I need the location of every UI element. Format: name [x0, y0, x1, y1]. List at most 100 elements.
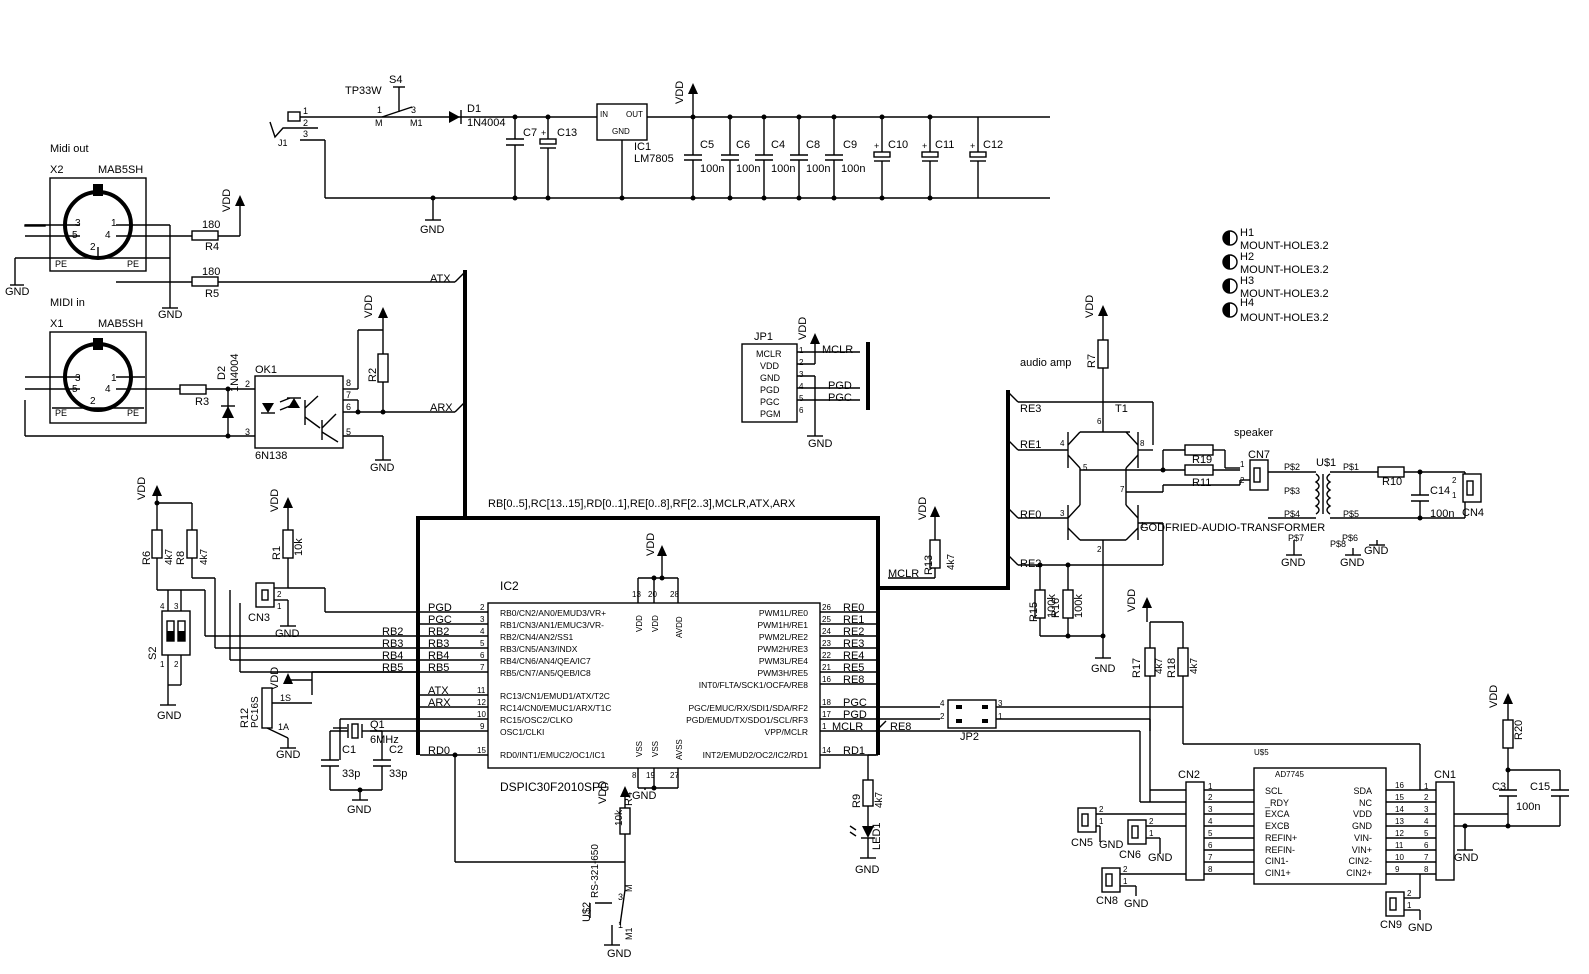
svg-text:C1: C1 [342, 744, 356, 756]
svg-text:PWM3L/RE4: PWM3L/RE4 [759, 656, 808, 666]
svg-text:3: 3 [1060, 509, 1065, 518]
svg-text:13: 13 [1395, 817, 1404, 826]
svg-text:audio amp: audio amp [1020, 357, 1071, 369]
svg-text:R3: R3 [195, 396, 209, 408]
svg-text:REFIN+: REFIN+ [1265, 833, 1297, 843]
svg-text:8: 8 [632, 771, 637, 780]
svg-text:5: 5 [480, 639, 485, 648]
potentiometer-r12: VDD 1S 1A GND R12 PC16S [239, 667, 420, 761]
svg-text:3: 3 [174, 602, 179, 611]
svg-text:VDD: VDD [221, 189, 233, 212]
svg-text:RE5: RE5 [843, 662, 864, 674]
svg-text:4: 4 [1060, 439, 1065, 448]
svg-text:R15: R15 [1028, 602, 1040, 622]
svg-text:INT2/EMUD2/OC2/IC2/RD1: INT2/EMUD2/OC2/IC2/RD1 [703, 750, 809, 760]
svg-text:EXCA: EXCA [1265, 809, 1290, 819]
svg-text:C14: C14 [1430, 485, 1450, 497]
svg-text:1N4004: 1N4004 [229, 353, 241, 392]
crystal-q1: Q1 6MHz C1 C2 33p 33p GND [321, 719, 407, 816]
svg-text:GODFRIED-AUDIO-TRANSFORMER: GODFRIED-AUDIO-TRANSFORMER [1140, 522, 1325, 534]
svg-text:2: 2 [245, 379, 250, 389]
svg-text:1: 1 [1123, 877, 1128, 886]
svg-text:OUT: OUT [626, 110, 643, 119]
svg-text:RE1: RE1 [843, 614, 864, 626]
svg-text:ATX: ATX [428, 685, 449, 697]
svg-text:100k: 100k [1046, 594, 1058, 618]
svg-text:100n: 100n [806, 163, 830, 175]
svg-text:R13: R13 [923, 555, 935, 575]
svg-text:28: 28 [670, 590, 679, 599]
header-jp2: 42 31 JP2 RE8 [875, 699, 1183, 743]
svg-text:8: 8 [346, 378, 351, 388]
svg-text:ATX: ATX [430, 273, 451, 285]
svg-text:VDD: VDD [1126, 589, 1138, 612]
svg-text:C4: C4 [771, 139, 785, 151]
svg-text:1: 1 [998, 712, 1003, 721]
svg-text:100n: 100n [1516, 801, 1540, 813]
svg-text:14: 14 [822, 746, 831, 755]
svg-text:4: 4 [799, 382, 804, 391]
svg-text:GND: GND [612, 127, 630, 136]
svg-text:+: + [970, 141, 975, 151]
svg-text:180: 180 [202, 219, 220, 231]
svg-text:INT0/FLTA/SCK1/OCFA/RE8: INT0/FLTA/SCK1/OCFA/RE8 [699, 680, 809, 690]
svg-text:R12: R12 [239, 708, 251, 728]
svg-text:H2: H2 [1240, 251, 1254, 263]
svg-text:SCL: SCL [1265, 786, 1283, 796]
svg-text:9: 9 [480, 722, 485, 731]
capacitor-c12: + C12 [969, 117, 1003, 198]
svg-text:VDD: VDD [136, 477, 148, 500]
svg-text:7: 7 [1208, 853, 1213, 862]
svg-text:C12: C12 [983, 139, 1003, 151]
svg-text:CIN2-: CIN2- [1348, 856, 1372, 866]
svg-text:ARX: ARX [428, 697, 451, 709]
svg-text:MAB5SH: MAB5SH [98, 164, 143, 176]
svg-text:T1: T1 [1115, 403, 1128, 415]
svg-text:RB2/CN4/AN2/SS1: RB2/CN4/AN2/SS1 [500, 632, 573, 642]
svg-text:CIN1+: CIN1+ [1265, 868, 1291, 878]
capacitor-c13: + C13 [539, 117, 577, 198]
transistor-bridge-t1: 6 4 8 5 7 3 1 2 [1060, 417, 1164, 658]
svg-text:R17: R17 [1131, 658, 1143, 678]
svg-text:+: + [541, 128, 546, 138]
svg-text:P$3: P$3 [1284, 486, 1300, 496]
svg-text:GND: GND [1408, 922, 1433, 934]
svg-text:CN7: CN7 [1248, 449, 1270, 461]
svg-text:PGC: PGC [828, 392, 852, 404]
svg-text:21: 21 [822, 663, 831, 672]
reset-section-r1: VDD R1 10k 21 CN3 GND [248, 489, 420, 640]
svg-text:GND: GND [607, 948, 632, 960]
pullups-r17-r18: VDD R17 4k7 R18 4k7 [1126, 589, 1421, 802]
svg-text:2: 2 [799, 358, 804, 367]
svg-text:4k7: 4k7 [1189, 657, 1200, 674]
led-section: R9 4k7 LED1 GND [849, 755, 885, 876]
svg-text:7: 7 [1120, 485, 1125, 494]
svg-text:23: 23 [822, 639, 831, 648]
switch-s4: TP33W S4 1 3 M M1 [345, 74, 423, 128]
svg-text:S4: S4 [389, 74, 402, 86]
svg-text:4: 4 [1208, 817, 1213, 826]
svg-text:RE0: RE0 [1020, 509, 1041, 521]
transformer-us1: U$1 P$2 P$3 P$4 P$1 P$5 P$7 P$8 P$6 GODF… [1140, 457, 1465, 549]
svg-text:LM7805: LM7805 [634, 153, 674, 165]
svg-text:24: 24 [822, 627, 831, 636]
svg-text:CIN1-: CIN1- [1265, 856, 1289, 866]
svg-text:3: 3 [75, 218, 81, 229]
svg-text:R11: R11 [1192, 477, 1211, 489]
svg-text:LED1: LED1 [871, 822, 883, 850]
svg-text:M: M [375, 118, 383, 128]
svg-text:6: 6 [1424, 841, 1429, 850]
button-section-us2: VDD R4 10k 3 1 M M1 U$2 RS-321-650 GND [581, 781, 635, 960]
svg-text:M: M [624, 885, 634, 893]
svg-text:4: 4 [1424, 817, 1429, 826]
svg-text:3: 3 [480, 615, 485, 624]
svg-text:6: 6 [1097, 417, 1102, 426]
svg-text:VIN-: VIN- [1354, 833, 1372, 843]
svg-text:CIN2+: CIN2+ [1346, 868, 1372, 878]
svg-text:MAB5SH: MAB5SH [98, 318, 143, 330]
svg-text:8: 8 [1424, 865, 1429, 874]
svg-text:2: 2 [940, 712, 945, 721]
